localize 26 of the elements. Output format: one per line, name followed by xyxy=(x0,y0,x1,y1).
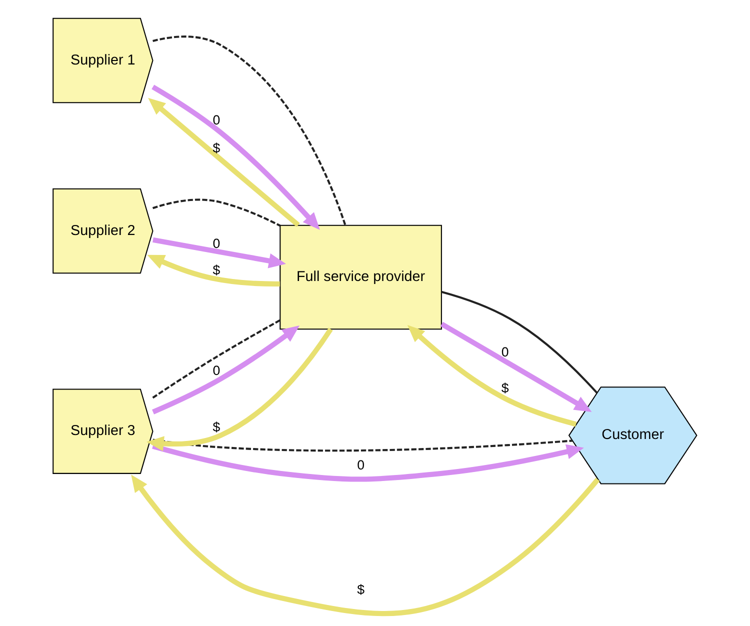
edge-label: $ xyxy=(212,140,220,156)
arrow xyxy=(131,474,600,616)
edge-label: 0 xyxy=(212,112,220,128)
arrow xyxy=(440,322,592,412)
connector xyxy=(152,36,346,226)
edge-label: $ xyxy=(212,262,220,278)
connector xyxy=(152,319,280,399)
arrow xyxy=(147,254,280,286)
arrow xyxy=(146,328,333,452)
edge-label: 0 xyxy=(212,236,220,251)
connector xyxy=(441,290,598,394)
edge-label: 0 xyxy=(501,344,509,360)
node-box: Full service provider xyxy=(280,224,442,330)
arrow xyxy=(148,98,300,228)
edge-label: 0 xyxy=(357,458,365,473)
arrow xyxy=(152,326,300,414)
arrow xyxy=(152,84,320,230)
edge-label: $ xyxy=(357,582,365,598)
arrow xyxy=(407,324,577,427)
arrow xyxy=(152,444,584,482)
connector xyxy=(152,438,572,452)
edge-label: $ xyxy=(501,380,509,396)
edge-label: $ xyxy=(212,420,220,435)
arrow xyxy=(152,237,286,268)
edge-label: 0 xyxy=(212,363,220,378)
connector xyxy=(152,198,281,227)
